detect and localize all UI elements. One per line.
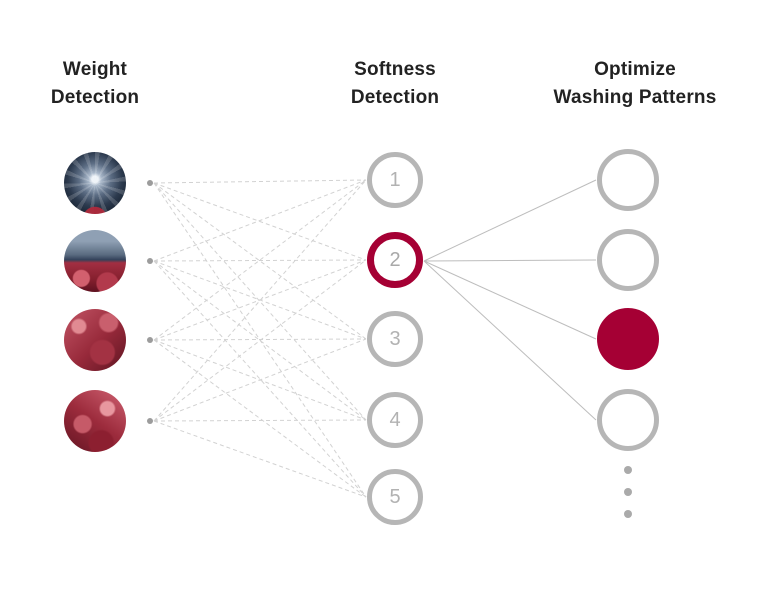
anchor-dot: [147, 180, 153, 186]
pattern-node-2: [597, 229, 659, 291]
title-line: Detection: [350, 87, 440, 108]
title-line: Washing Patterns: [553, 87, 717, 108]
anchor-dot: [147, 337, 153, 343]
laundry-fabric-photo-4: [64, 390, 126, 452]
column-title-weight-detection: Weight Detection: [0, 56, 190, 112]
anchor-dot: [147, 418, 153, 424]
softness-node-3: 3: [367, 311, 423, 367]
softness-node-label: 2: [389, 248, 401, 271]
title-line: Optimize: [594, 59, 676, 80]
softness-node-5: 5: [367, 469, 423, 525]
title-line: Softness: [354, 59, 436, 80]
laundry-drum-photo-2: [64, 230, 126, 292]
pattern-node-1: [597, 149, 659, 211]
ellipsis-dot: [624, 488, 632, 496]
anchor-dot: [147, 258, 153, 264]
softness-node-label: 3: [389, 327, 401, 350]
title-line: Detection: [50, 87, 140, 108]
softness-node-4: 4: [367, 392, 423, 448]
ellipsis-dot: [624, 466, 632, 474]
softness-node-2-active: 2: [367, 232, 423, 288]
softness-node-label: 5: [389, 485, 401, 508]
column-title-optimize-washing-patterns: Optimize Washing Patterns: [515, 56, 755, 112]
ellipsis-dot: [624, 510, 632, 518]
laundry-drum-photo-1: [64, 152, 126, 214]
column-title-softness-detection: Softness Detection: [295, 56, 495, 112]
softness-node-label: 4: [389, 408, 401, 431]
title-line: Weight: [62, 59, 128, 80]
pattern-node-4: [597, 389, 659, 451]
laundry-fabric-photo-3: [64, 309, 126, 371]
pattern-node-3-selected: [597, 308, 659, 370]
softness-node-1: 1: [367, 152, 423, 208]
softness-node-label: 1: [389, 168, 401, 191]
